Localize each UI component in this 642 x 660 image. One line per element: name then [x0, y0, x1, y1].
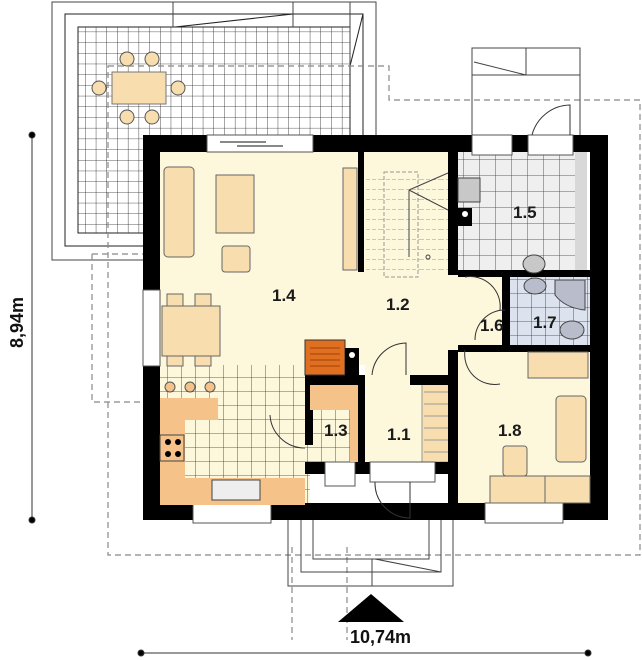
- staircase: [366, 171, 451, 463]
- door-swings: [269, 104, 571, 519]
- openings: [142, 134, 574, 524]
- depth-dimension-label: 8,94m: [7, 296, 27, 348]
- width-dimension-label: 10,74m: [350, 627, 412, 647]
- room-label-1-6: 1.6: [480, 316, 504, 335]
- terrace-dining-set: [91, 51, 186, 125]
- roof-outline: [91, 65, 641, 640]
- utility-fixtures: [457, 177, 546, 274]
- room-label-1-3: 1.3: [324, 421, 348, 440]
- bedroom-furniture: [489, 351, 591, 504]
- room-label-1-7: 1.7: [533, 313, 557, 332]
- entrance-arrow-icon: [338, 594, 404, 622]
- room-label-1-5: 1.5: [513, 203, 537, 222]
- room-label-1-8: 1.8: [498, 421, 522, 440]
- kitchen: [159, 381, 358, 505]
- room-label-1-1: 1.1: [387, 425, 411, 444]
- room-label-1-4: 1.4: [272, 286, 296, 305]
- bath-fixtures: [523, 277, 586, 340]
- dimension-lines: [28, 131, 592, 657]
- rear-canopy: [471, 47, 581, 141]
- fireplace: [304, 339, 359, 376]
- room-label-1-2: 1.2: [386, 295, 410, 314]
- front-canopy: [287, 514, 454, 587]
- living-furniture: [161, 166, 358, 367]
